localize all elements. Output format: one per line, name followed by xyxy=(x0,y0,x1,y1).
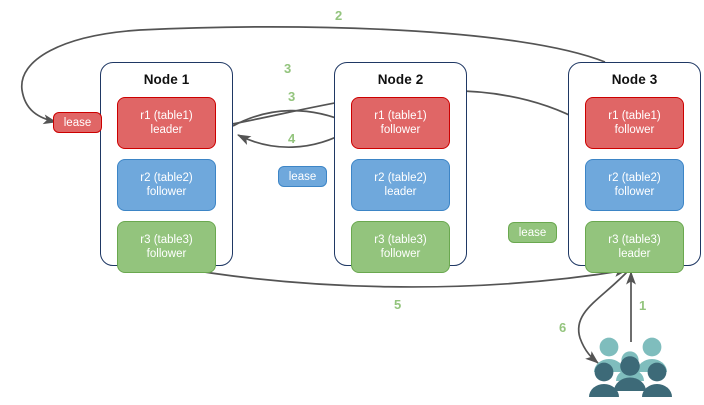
replica-name: r3 (table3) xyxy=(140,234,193,246)
node-title: Node 1 xyxy=(143,72,190,87)
replica-name: r2 (table2) xyxy=(374,172,427,184)
replica-role: follower xyxy=(380,124,421,136)
replica-r1[interactable]: r1 (table1) follower xyxy=(585,97,684,149)
replica-r2[interactable]: r2 (table2) follower xyxy=(117,159,216,211)
step-label-5: 5 xyxy=(394,297,402,312)
step-label-4: 4 xyxy=(288,131,296,146)
replica-name: r2 (table2) xyxy=(608,172,661,184)
node-card-node3[interactable]: Node 3 r1 (table1) follower r2 (table2) … xyxy=(568,62,701,273)
replica-name: r3 (table3) xyxy=(374,234,427,246)
step-label-6: 6 xyxy=(559,320,567,335)
lease-badge-green[interactable]: lease xyxy=(508,222,557,243)
replica-role: follower xyxy=(146,186,187,198)
node-title: Node 2 xyxy=(377,72,424,87)
replica-r3[interactable]: r3 (table3) follower xyxy=(351,221,450,273)
replica-role: follower xyxy=(380,248,421,260)
step-label-1: 1 xyxy=(639,298,647,313)
step-label-3-upper: 3 xyxy=(284,61,292,76)
node-title: Node 3 xyxy=(611,72,658,87)
users-front-row xyxy=(589,356,672,397)
replica-name: r2 (table2) xyxy=(140,172,193,184)
replica-role: follower xyxy=(614,124,655,136)
node-card-node2[interactable]: Node 2 r1 (table1) follower r2 (table2) … xyxy=(334,62,467,273)
replica-role: leader xyxy=(150,124,183,136)
edge-step-6-node3-users xyxy=(577,271,628,364)
replica-r3[interactable]: r3 (table3) follower xyxy=(117,221,216,273)
replica-name: r1 (table1) xyxy=(374,110,427,122)
edge-step-5-node1-node3 xyxy=(167,265,629,288)
step-label-3-lower: 3 xyxy=(288,89,296,104)
replica-r2[interactable]: r2 (table2) leader xyxy=(351,159,450,211)
replica-role: follower xyxy=(146,248,187,260)
lease-badge-red[interactable]: lease xyxy=(53,112,102,133)
step-label-2: 2 xyxy=(335,8,343,23)
replica-role: follower xyxy=(614,186,655,198)
replica-r1[interactable]: r1 (table1) follower xyxy=(351,97,450,149)
edge-step-2 xyxy=(21,26,606,125)
replica-name: r1 (table1) xyxy=(608,110,661,122)
replica-r3[interactable]: r3 (table3) leader xyxy=(585,221,684,273)
replica-name: r1 (table1) xyxy=(140,110,193,122)
lease-badge-blue[interactable]: lease xyxy=(278,166,327,187)
replica-role: leader xyxy=(384,186,417,198)
node-card-node1[interactable]: Node 1 r1 (table1) leader r2 (table2) fo… xyxy=(100,62,233,273)
replica-r1[interactable]: r1 (table1) leader xyxy=(117,97,216,149)
replica-role: leader xyxy=(618,248,651,260)
replica-name: r3 (table3) xyxy=(608,234,661,246)
replica-r2[interactable]: r2 (table2) follower xyxy=(585,159,684,211)
